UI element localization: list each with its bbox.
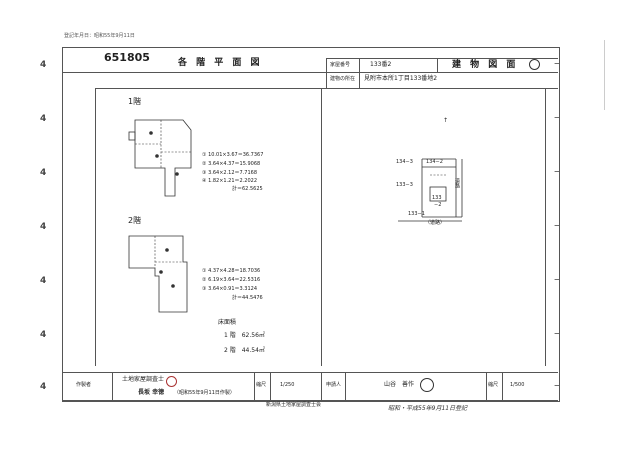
floor1-plan [128,119,192,197]
floor1-label: 1階 [128,97,142,106]
floor1-calc-line: ① 10.01×3.67＝36.7367 [202,152,264,158]
drawing-frame-top [95,88,545,89]
lot-label: 133 [432,195,442,201]
location-label: 建物の所在 [330,76,356,82]
applicant-label: 申請人 [326,382,342,388]
scale-value-right: 1/500 [510,382,525,388]
lot-label: 133−3 [396,182,413,188]
scale-label-left: 縮尺 [256,382,267,388]
handwritten-registration-date: 昭和・平成55年9月11日登記 [388,405,468,412]
lot-label: 133−1 [408,211,425,217]
lot-label: 134−3 [396,159,413,165]
north-arrow-icon: ↑ [443,117,449,124]
floor1-calc-line: ② 3.64×4.37＝15.9068 [202,161,261,167]
margin-mark: ⊣ [554,60,561,68]
margin-line [604,40,605,110]
building-plan-title: 建 物 図 面 [452,60,519,70]
footer-line [62,400,558,401]
footer-line [486,372,487,400]
margin-mark: 4 [40,382,47,392]
drawing-divider [321,88,322,366]
footer-line [62,372,558,373]
drawing-frame-right [545,88,546,366]
road-label: （道路） [425,220,446,226]
building-footprint [429,186,447,202]
bottom-organization: 新潟県土地家屋調査士会 [266,402,322,408]
floor2-calc-line: ① 4.37×4.28＝18.7036 [202,268,261,274]
scale-label-right: 縮尺 [488,382,499,388]
footer-line [321,372,322,400]
floor2-calc-line: ③ 3.64×0.91＝3.3124 [202,286,258,292]
author-name: 長坂 幸徳 [138,389,165,396]
author-org: 土地家屋調査士 [122,376,165,383]
floor1-calc-line: ③ 3.64×2.12＝7.7168 [202,170,258,176]
floor2-label: 2階 [128,216,142,225]
margin-mark: ⊣ [554,276,561,284]
floor1-calc-line: ④ 1.82×1.21＝2.2022 [202,178,258,184]
table-line [326,58,558,59]
floor1-outline [134,119,192,197]
floor-area-item: 2 階 44.54㎡ [224,347,265,354]
margin-mark: 4 [40,276,47,286]
floor1-calc-total: 計＝62.5625 [232,186,263,192]
floor2-outline [128,235,188,313]
margin-mark: ⊣ [554,330,561,338]
footer-line [254,372,255,400]
floor-area-item: 1 階 62.56㎡ [224,332,265,339]
applicant-name: 山谷 善作 [384,381,415,388]
floor-area-title: 床面積 [218,319,237,326]
margin-mark: ⊣ [554,222,561,230]
document-frame [62,47,560,402]
margin-mark: 4 [40,60,47,70]
applicant-seal-icon [420,378,434,392]
seal-mark-icon [529,59,540,70]
margin-mark: 4 [40,168,47,178]
lot-label: 134−2 [426,159,443,165]
table-line [437,58,438,72]
footer-line [502,372,503,400]
registry-date-stamp: 登記年月日：昭和55年9月11日 [64,33,135,39]
margin-mark: ⊣ [554,382,561,390]
floor2-calc-total: 計＝44.5476 [232,295,263,301]
author-seal-icon [166,376,177,387]
margin-mark: 4 [40,330,47,340]
floor2-plan [128,235,188,313]
doc-number: 651805 [104,51,150,64]
margin-mark: 4 [40,114,47,124]
footer-line [345,372,346,400]
margin-mark: ⊣ [554,168,561,176]
header-divider [62,72,558,73]
table-line [359,58,360,88]
author-date: （昭和55年9月11日作製） [174,390,235,396]
floor2-calc-line: ② 6.19×3.64＝22.5316 [202,277,261,283]
side-road-label: 道路 [454,178,460,188]
lot-label: −2 [434,202,442,208]
location-value: 見附市本所1丁目133番地2 [364,75,438,82]
drawing-frame-left [95,88,96,366]
site-plan [398,158,463,222]
building-number-value: 133番2 [370,61,392,68]
footer-line [112,372,113,400]
author-label: 作製者 [76,382,92,388]
scale-value-left: 1/250 [280,382,295,388]
table-line [326,58,327,88]
building-number-label: 家屋番号 [330,62,351,68]
footer-line [270,372,271,400]
margin-mark: ⊣ [554,114,561,122]
margin-mark: 4 [40,222,47,232]
floor-plan-title: 各 階 平 面 図 [178,58,263,68]
